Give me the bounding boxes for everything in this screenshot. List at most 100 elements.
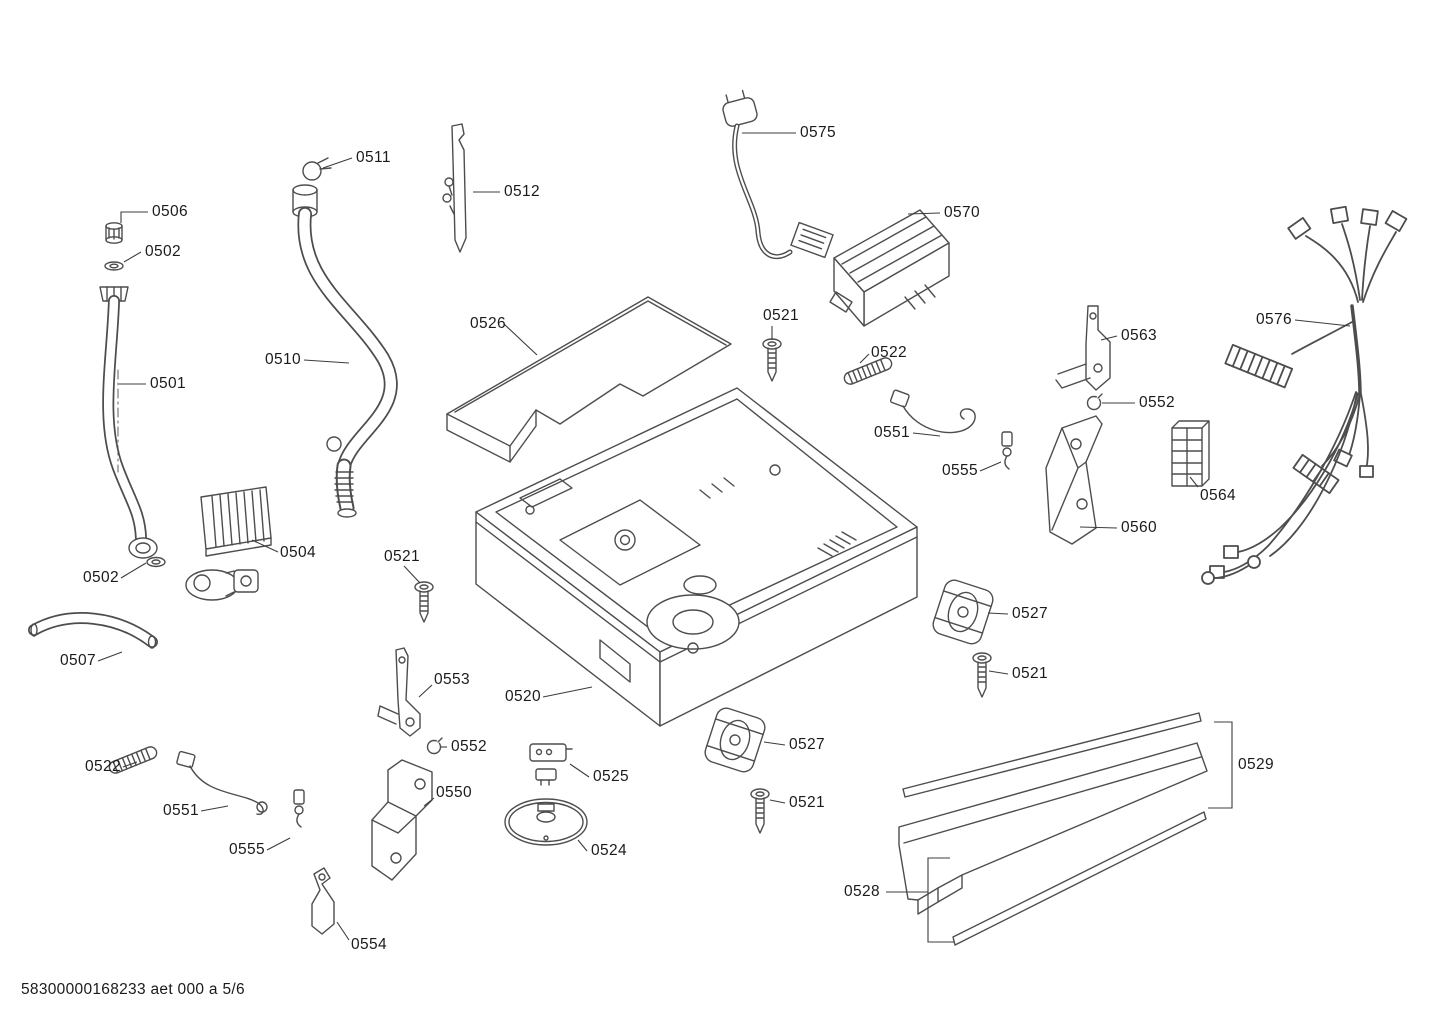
leader-line-0570 bbox=[907, 212, 941, 215]
leader-line-0560 bbox=[1079, 526, 1118, 529]
leader-line-0554 bbox=[336, 921, 350, 941]
part-base-assembly-0520 bbox=[475, 387, 918, 727]
part-inlet-hose-0501 bbox=[99, 222, 166, 568]
part-label-0552: 0552 bbox=[451, 738, 488, 755]
part-label-0522: 0522 bbox=[871, 344, 908, 361]
leader-line-0563 bbox=[1100, 335, 1118, 341]
part-switch-0525 bbox=[529, 743, 573, 786]
top-rail-0529 bbox=[902, 712, 1202, 798]
bottom-rail-0529 bbox=[952, 811, 1207, 946]
part-label-0553: 0553 bbox=[434, 671, 471, 688]
leader-line-0576 bbox=[1294, 319, 1351, 327]
part-label-0510: 0510 bbox=[265, 351, 302, 368]
leader-line-0525 bbox=[569, 763, 590, 778]
part-label-0511: 0511 bbox=[356, 149, 391, 166]
part-label-0570: 0570 bbox=[944, 204, 981, 221]
part-label-0551: 0551 bbox=[163, 802, 200, 819]
leader-line-0527 bbox=[987, 612, 1009, 615]
part-sensor-cable-0551-b bbox=[176, 750, 268, 816]
part-label-0552: 0552 bbox=[1139, 394, 1176, 411]
part-wiring-harness-0576 bbox=[1201, 205, 1408, 585]
leader-line-0502 bbox=[123, 251, 142, 263]
leader-line-0502 bbox=[120, 562, 147, 579]
leader-line-0520 bbox=[542, 686, 593, 698]
part-label-0520: 0520 bbox=[505, 688, 542, 705]
part-label-0502: 0502 bbox=[145, 243, 182, 260]
part-label-0507: 0507 bbox=[60, 652, 97, 669]
part-disc-0524 bbox=[504, 798, 588, 846]
leader-line-0511 bbox=[322, 157, 353, 169]
part-label-0551: 0551 bbox=[874, 424, 911, 441]
part-label-0527: 0527 bbox=[789, 736, 826, 753]
part-drain-hose-0510 bbox=[292, 157, 398, 518]
part-roller-0527-b bbox=[704, 707, 766, 773]
part-label-0521: 0521 bbox=[789, 794, 826, 811]
leader-line-0555 bbox=[979, 461, 1002, 472]
part-label-0563: 0563 bbox=[1121, 327, 1158, 344]
leader-line-0506 bbox=[120, 211, 148, 223]
part-label-0524: 0524 bbox=[591, 842, 628, 859]
part-control-module-0570 bbox=[829, 209, 950, 327]
leader-line-0550 bbox=[423, 797, 435, 807]
part-screw-0521-c bbox=[972, 652, 992, 698]
part-sensor-cable-0551-a bbox=[889, 389, 976, 434]
part-label-0501: 0501 bbox=[150, 375, 187, 392]
part-rail-0512 bbox=[442, 123, 467, 253]
part-label-0502: 0502 bbox=[83, 569, 120, 586]
part-label-0526: 0526 bbox=[470, 315, 507, 332]
leader-line-0529 bbox=[1208, 721, 1233, 809]
leader-line-0521 bbox=[988, 670, 1009, 675]
part-label-0555: 0555 bbox=[942, 462, 979, 479]
leader-line-0564 bbox=[1189, 476, 1199, 488]
part-valve-0555-b bbox=[293, 789, 305, 828]
part-flow-device-0504 bbox=[185, 486, 272, 601]
leader-line-0522 bbox=[122, 761, 138, 768]
clamp-0511 bbox=[302, 161, 322, 181]
part-power-cord-0575 bbox=[722, 89, 834, 259]
part-cover-0526 bbox=[446, 296, 732, 463]
washer-0502-bottom bbox=[146, 556, 166, 568]
leader-line-0510 bbox=[303, 359, 350, 364]
part-label-0527: 0527 bbox=[1012, 605, 1049, 622]
part-label-0564: 0564 bbox=[1200, 487, 1237, 504]
part-clip-0552-b bbox=[426, 735, 445, 755]
leader-line-layer bbox=[97, 132, 1351, 943]
washer-0502-top bbox=[104, 261, 124, 271]
leader-line-0551 bbox=[200, 805, 229, 812]
part-panel-assembly-0528-0529 bbox=[898, 712, 1208, 946]
part-bracket-0554 bbox=[311, 867, 335, 935]
part-label-0506: 0506 bbox=[152, 203, 189, 220]
leader-line-0507 bbox=[97, 651, 123, 662]
part-label-0554: 0554 bbox=[351, 936, 388, 953]
leader-line-0553 bbox=[418, 684, 433, 698]
part-screw-0521-b bbox=[414, 581, 434, 623]
leader-line-0555 bbox=[266, 837, 291, 851]
part-roller-0527-a bbox=[932, 579, 994, 645]
part-screw-0521-a bbox=[762, 338, 782, 382]
part-label-0550: 0550 bbox=[436, 784, 473, 801]
part-clip-0552-a bbox=[1086, 391, 1105, 411]
part-label-0525: 0525 bbox=[593, 768, 630, 785]
part-mounting-plate-0550 bbox=[371, 759, 433, 881]
part-label-0528: 0528 bbox=[844, 883, 881, 900]
part-label-0521: 0521 bbox=[763, 307, 800, 324]
part-label-0521: 0521 bbox=[1012, 665, 1049, 682]
part-bracket-0553 bbox=[377, 647, 421, 737]
part-threaded-pin-0522-a bbox=[843, 357, 893, 385]
part-label-0529: 0529 bbox=[1238, 756, 1275, 773]
part-hose-0507 bbox=[28, 612, 158, 649]
leader-line-0526 bbox=[503, 323, 538, 356]
document-number: 58300000168233 aet 000 a 5/6 bbox=[21, 981, 245, 998]
part-bracket-0560 bbox=[1045, 415, 1103, 545]
leader-line-0524 bbox=[577, 839, 588, 852]
part-label-0555: 0555 bbox=[229, 841, 266, 858]
leader-line-0527 bbox=[763, 741, 786, 746]
leader-line-0522 bbox=[859, 353, 870, 364]
leader-line-0504 bbox=[251, 539, 279, 553]
part-label-0512: 0512 bbox=[504, 183, 541, 200]
part-label-0504: 0504 bbox=[280, 544, 317, 561]
part-valve-0555-a bbox=[1001, 431, 1013, 470]
part-label-0522: 0522 bbox=[85, 758, 122, 775]
